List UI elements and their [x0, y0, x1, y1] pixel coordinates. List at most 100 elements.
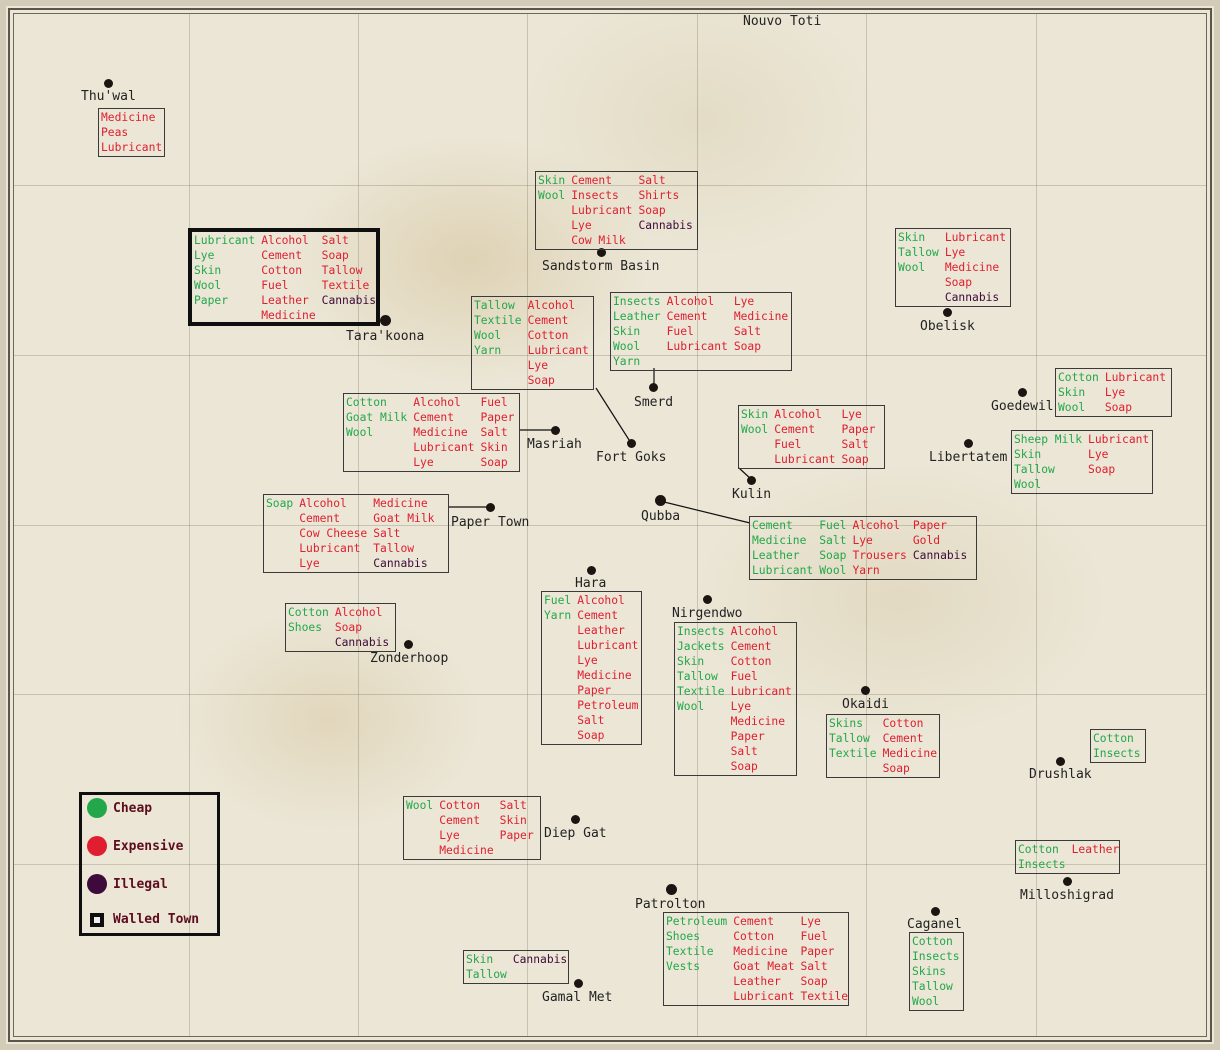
town-name-thuwal[interactable]: Thu'wal [81, 89, 136, 104]
town-name-paper-town[interactable]: Paper Town [451, 515, 530, 530]
town-dot-fort-goks[interactable] [627, 439, 636, 448]
town-name-nirgendwo[interactable]: Nirgendwo [672, 606, 743, 621]
town-name-libertatem[interactable]: Libertatem [929, 450, 1008, 465]
town-dot-patrolton[interactable] [666, 884, 677, 895]
good-item: Lubricant [1104, 371, 1167, 384]
town-name-masriah[interactable]: Masriah [527, 437, 582, 452]
town-name-goedewil[interactable]: Goedewil [991, 399, 1054, 414]
good-item: Skin [898, 231, 926, 244]
good-item: Skin [741, 408, 769, 421]
town-dot-kulin[interactable] [747, 476, 756, 485]
town-dot-obelisk[interactable] [943, 308, 952, 317]
town-dot-zonderhoop[interactable] [404, 640, 413, 649]
town-dot-caganel[interactable] [931, 907, 940, 916]
town-name-fort-goks[interactable]: Fort Goks [596, 450, 667, 465]
good-item: Cement [527, 314, 569, 327]
town-dot-nirgendwo[interactable] [703, 595, 712, 604]
town-dot-thuwal[interactable] [104, 79, 113, 88]
town-name-nouvo-toti[interactable]: Nouvo Toti [743, 14, 822, 29]
good-item: Insects [571, 189, 619, 202]
good-item: Yarn [544, 609, 572, 622]
good-item: Lubricant [944, 231, 1007, 244]
good-item: Lubricant [666, 340, 728, 353]
town-dot-gamal-met[interactable] [574, 979, 583, 988]
town-name-zonderhoop[interactable]: Zonderhoop [370, 651, 449, 666]
town-name-sandstorm-basin[interactable]: Sandstorm Basin [542, 259, 660, 274]
town-dot-masriah[interactable] [551, 426, 560, 435]
town-dot-diep-gat[interactable] [571, 815, 580, 824]
town-dot-sandstorm-basin[interactable] [597, 248, 606, 257]
cheap-goods: Wool [406, 798, 433, 858]
good-item: Leather [1071, 843, 1120, 856]
town-name-hara[interactable]: Hara [575, 576, 607, 591]
good-item: Textile [829, 747, 877, 760]
good-item: Skin [194, 264, 222, 277]
town-name-caganel[interactable]: Caganel [907, 917, 962, 932]
good-item: Soap [882, 762, 910, 775]
good-item: Lye [413, 456, 434, 469]
town-name-patrolton[interactable]: Patrolton [635, 897, 706, 912]
town-dot-drushlak[interactable] [1056, 757, 1065, 766]
good-item: Paper [841, 423, 876, 436]
town-dot-tarakoona[interactable] [380, 315, 391, 326]
town-dot-qubba[interactable] [655, 495, 666, 506]
town-name-obelisk[interactable]: Obelisk [920, 319, 975, 334]
town-name-milloshigrad[interactable]: Milloshigrad [1020, 888, 1114, 903]
town-name-gamal-met[interactable]: Gamal Met [542, 990, 613, 1005]
town-dot-milloshigrad[interactable] [1063, 877, 1072, 886]
good-item: Skin [499, 814, 527, 827]
town-name-okaidi[interactable]: Okaidi [842, 697, 889, 712]
town-dot-paper-town[interactable] [486, 503, 495, 512]
good-item: Textile [474, 314, 522, 327]
town-dot-smerd[interactable] [649, 383, 658, 392]
good-item: Lye [527, 359, 549, 372]
town-name-diep-gat[interactable]: Diep Gat [544, 826, 607, 841]
good-item: Medicine [733, 945, 788, 958]
town-dot-goedewil[interactable] [1018, 388, 1027, 397]
expensive-swatch-icon [87, 836, 107, 856]
good-item: Vests [666, 960, 701, 973]
good-item: Insects [912, 950, 960, 963]
town-name-tarakoona[interactable]: Tara'koona [346, 329, 425, 344]
good-item: Fuel [774, 438, 802, 451]
town-name-drushlak[interactable]: Drushlak [1029, 767, 1092, 782]
town-name-qubba[interactable]: Qubba [641, 509, 681, 524]
good-item: Shoes [288, 621, 323, 634]
town-dot-libertatem[interactable] [964, 439, 973, 448]
good-item: Tallow [898, 246, 939, 259]
town-dot-hara[interactable] [587, 566, 596, 575]
good-item: Lye [841, 408, 862, 421]
town-name-kulin[interactable]: Kulin [732, 487, 772, 502]
town-dot-okaidi[interactable] [861, 686, 870, 695]
good-item: Cotton [1093, 732, 1134, 745]
town-name-smerd[interactable]: Smerd [634, 395, 674, 410]
